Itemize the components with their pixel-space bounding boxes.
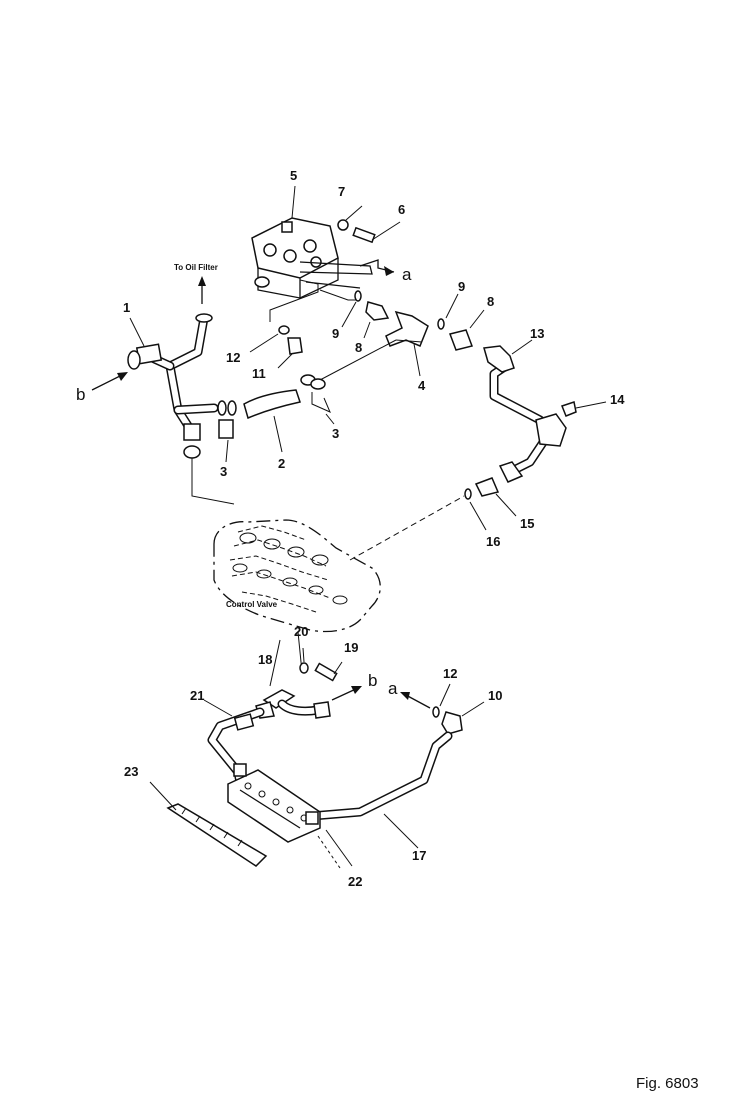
callout-7: 7 [338, 184, 345, 199]
callout-12a: 12 [226, 350, 240, 365]
figure-label: Fig. 6803 [636, 1075, 699, 1092]
callout-9b: 9 [458, 279, 465, 294]
callout-10: 10 [488, 688, 502, 703]
callout-16: 16 [486, 534, 500, 549]
arrow-b-left [91, 373, 125, 391]
callout-21: 21 [190, 688, 204, 703]
callout-22: 22 [348, 874, 362, 889]
callout-15: 15 [520, 516, 534, 531]
callout-8b: 8 [487, 294, 494, 309]
letter-b-left: b [76, 385, 85, 404]
bracket-18 [255, 689, 331, 719]
pipe-1 [127, 313, 219, 459]
callout-17: 17 [412, 848, 426, 863]
o-ring-16 [464, 488, 472, 500]
bolt-6 [352, 221, 401, 244]
callout-2: 2 [278, 456, 285, 471]
adapter-15 [474, 477, 500, 497]
callout-12b: 12 [443, 666, 457, 681]
callout-11: 11 [252, 366, 266, 381]
washer-7 [337, 205, 363, 231]
pipe-13 [483, 339, 567, 483]
letter-b-bottom: b [368, 671, 377, 690]
callout-18: 18 [258, 652, 272, 667]
callout-8a: 8 [355, 340, 362, 355]
callout-4: 4 [418, 378, 426, 393]
nipple-14 [561, 401, 577, 417]
clamp-3-right [300, 374, 335, 425]
pipe-17 [307, 731, 453, 849]
o-ring-12-top [278, 325, 290, 335]
elbow-10 [441, 711, 463, 735]
letter-a-top: a [402, 265, 412, 284]
elbow-4 [385, 310, 429, 377]
valve-assembly [251, 217, 373, 322]
callout-5: 5 [290, 168, 297, 183]
adapter-8-left [365, 301, 390, 321]
letter-a-bottom: a [388, 679, 398, 698]
pipe-21 [203, 699, 265, 787]
note-to-oil-filter: To Oil Filter [174, 263, 218, 272]
clamp-3-left [217, 400, 237, 463]
o-ring-9-left [354, 290, 362, 302]
bolt-19 [314, 661, 343, 682]
callout-1: 1 [123, 300, 130, 315]
callout-14: 14 [610, 392, 625, 407]
adapter-8-right [449, 329, 473, 351]
callout-19: 19 [344, 640, 358, 655]
callout-3a: 3 [220, 464, 227, 479]
callout-13: 13 [530, 326, 544, 341]
strip-23 [149, 781, 268, 867]
callout-3b: 3 [332, 426, 339, 441]
plug-11 [287, 337, 303, 355]
o-ring-12-bottom [432, 706, 440, 718]
callout-23: 23 [124, 764, 138, 779]
control-valve [213, 519, 381, 633]
o-ring-9-right [437, 318, 445, 330]
callout-20: 20 [294, 624, 308, 639]
hose-2 [243, 389, 301, 453]
callout-6: 6 [398, 202, 405, 217]
connector-line-16 [349, 495, 465, 561]
note-control-valve: Control Valve [226, 600, 278, 609]
callout-9a: 9 [332, 326, 339, 341]
cooler-22 [227, 763, 353, 869]
washer-20 [299, 662, 309, 674]
